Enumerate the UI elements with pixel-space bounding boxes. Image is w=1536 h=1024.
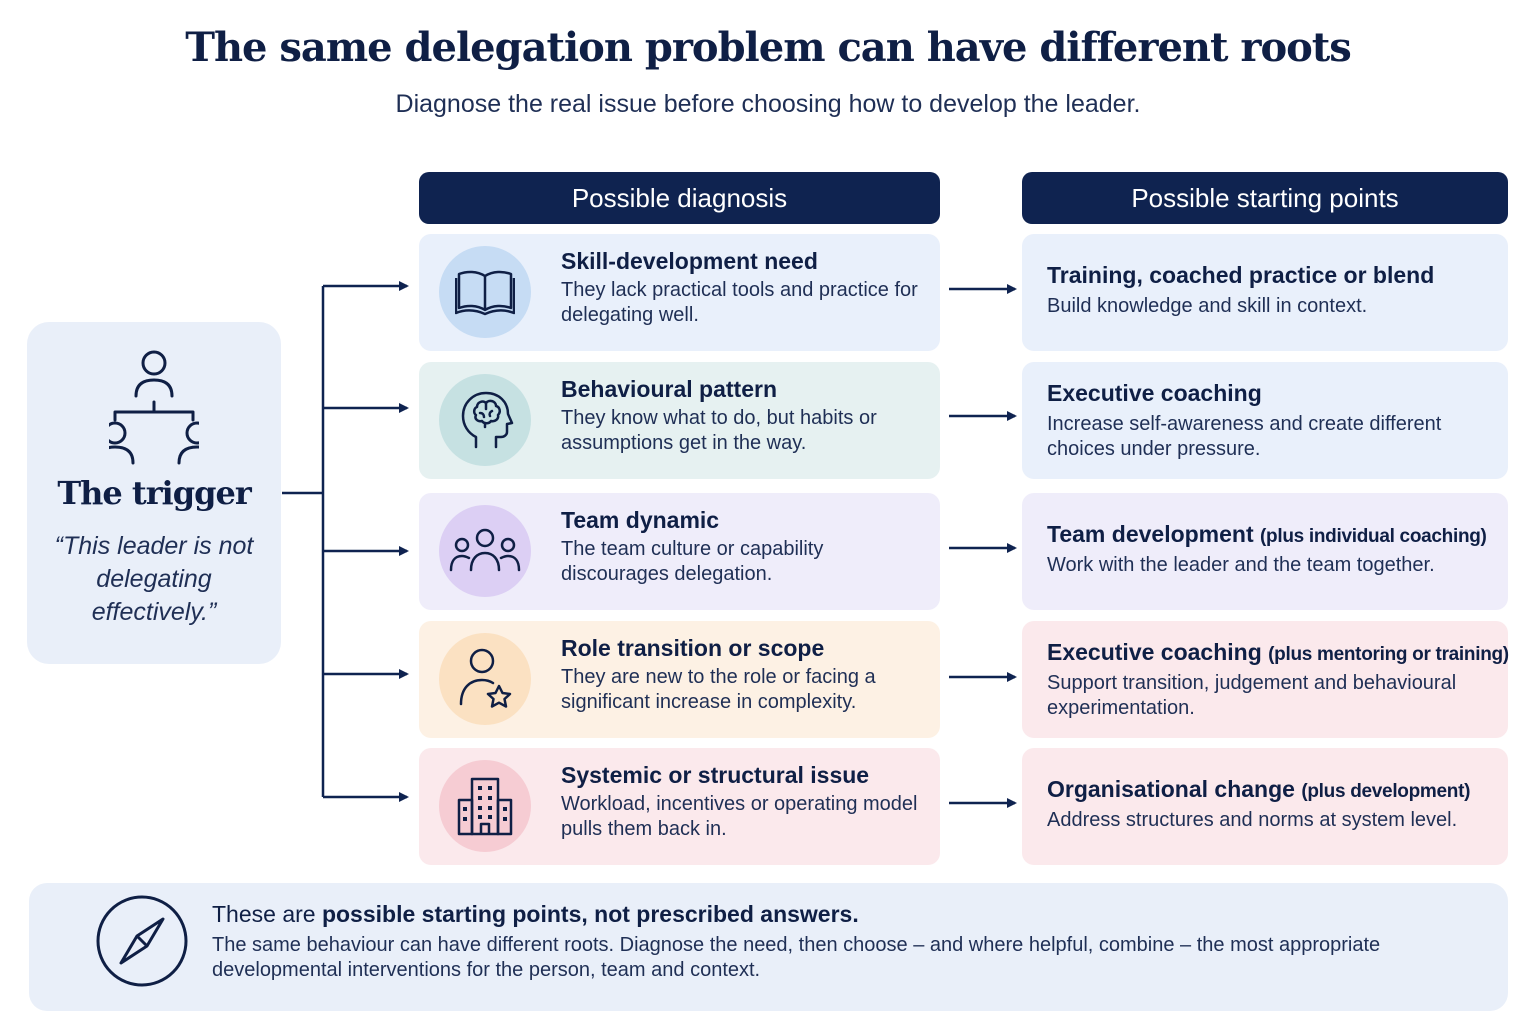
diagnosis-description: They lack practical tools and practice f…	[561, 279, 918, 326]
diagnosis-card-systemic: Systemic or structural issue Workload, i…	[419, 748, 940, 865]
starting-point-title: Executive coaching	[1047, 380, 1262, 406]
footer-note: These are possible starting points, not …	[29, 883, 1508, 1011]
team-icon	[449, 528, 521, 572]
person-star-icon-circle	[439, 633, 531, 725]
starting-point-title: Team development (plus individual coachi…	[1047, 521, 1487, 547]
diagnosis-title: Skill-development need	[561, 248, 818, 274]
starting-point-description: Work with the leader and the team togeth…	[1047, 554, 1435, 576]
book-icon	[455, 270, 515, 316]
diagnosis-description: They are new to the role or facing a sig…	[561, 666, 876, 713]
org-chart-icon	[109, 350, 199, 465]
building-icon	[457, 777, 513, 836]
page-subtitle: Diagnose the real issue before choosing …	[395, 90, 1141, 118]
diagnosis-card-team: Team dynamic The team culture or capabil…	[419, 493, 940, 610]
diagnosis-card-role-transition: Role transition or scope They are new to…	[419, 621, 940, 738]
starting-point-card-exec-coaching-plus: Executive coaching (plus mentoring or tr…	[1022, 621, 1509, 738]
starting-point-description: Increase self-awareness and create diffe…	[1047, 413, 1442, 460]
starting-point-card-exec-coaching: Executive coaching Increase self-awarene…	[1022, 362, 1508, 479]
note-headline: These are possible starting points, not …	[212, 901, 859, 927]
starting-point-title: Executive coaching (plus mentoring or tr…	[1047, 639, 1509, 665]
diagnosis-description: The team culture or capability discourag…	[561, 538, 824, 585]
diagnosis-title: Role transition or scope	[561, 635, 825, 661]
compass-icon	[96, 895, 188, 987]
starting-points-column-header: Possible starting points	[1022, 172, 1508, 224]
page-title: The same delegation problem can have dif…	[185, 24, 1352, 71]
book-icon-circle	[439, 246, 531, 338]
starting-point-description: Build knowledge and skill in context.	[1047, 295, 1368, 317]
starting-point-card-org-change: Organisational change (plus development)…	[1022, 748, 1508, 865]
starting-point-card-team-development: Team development (plus individual coachi…	[1022, 493, 1508, 610]
diagnosis-description: They know what to do, but habits or assu…	[561, 407, 877, 454]
head-brain-icon-circle	[439, 374, 531, 466]
diagnosis-title: Team dynamic	[561, 507, 720, 533]
team-icon-circle	[439, 505, 531, 597]
starting-point-description: Support transition, judgement and behavi…	[1047, 672, 1457, 719]
diagnosis-column-header: Possible diagnosis	[419, 172, 940, 224]
diagnosis-title: Systemic or structural issue	[561, 762, 870, 788]
starting-point-description: Address structures and norms at system l…	[1047, 809, 1458, 831]
trigger-box: The trigger “This leader is not delegati…	[27, 322, 281, 664]
diagnosis-title: Behavioural pattern	[561, 376, 777, 402]
trigger-title: The trigger	[57, 474, 251, 512]
person-star-icon	[459, 648, 512, 708]
building-icon-circle	[439, 760, 531, 852]
starting-point-card-training: Training, coached practice or blend Buil…	[1022, 234, 1508, 351]
diagnosis-description: Workload, incentives or operating model …	[561, 793, 918, 840]
starting-point-title: Organisational change (plus development)	[1047, 776, 1471, 802]
head-brain-icon	[461, 391, 514, 449]
trigger-quote: “This leader is not delegating effective…	[54, 532, 254, 626]
diagnosis-card-behaviour: Behavioural pattern They know what to do…	[419, 362, 940, 479]
note-body: The same behaviour can have different ro…	[212, 934, 1381, 981]
starting-point-title: Training, coached practice or blend	[1047, 262, 1435, 288]
diagnosis-card-skill: Skill-development need They lack practic…	[419, 234, 940, 351]
